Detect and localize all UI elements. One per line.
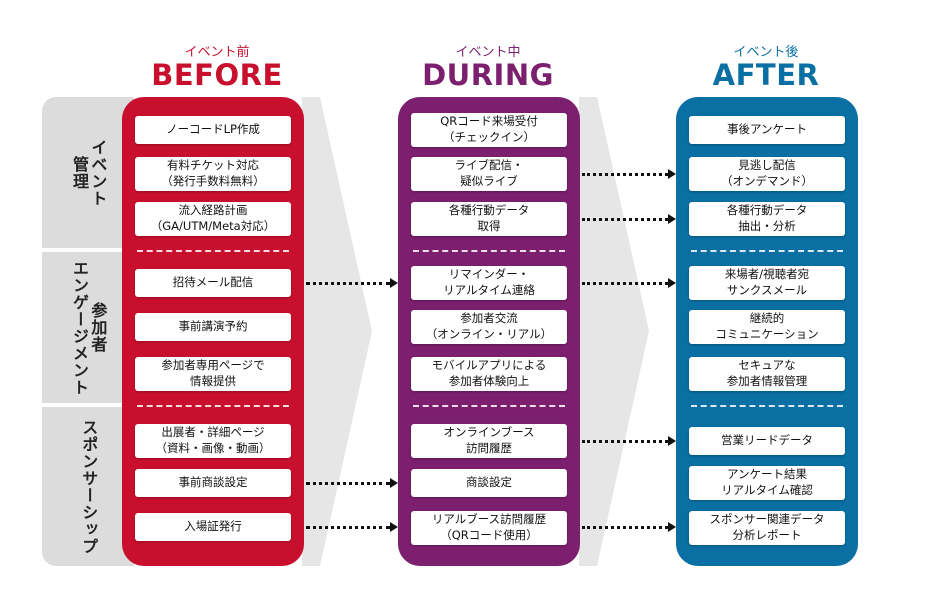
- during-item-real-booth: リアルブース訪問履歴 （QRコード使用）: [411, 511, 567, 545]
- during-item-networking: 参加者交流 （オンライン・リアル）: [411, 310, 567, 344]
- after-item-sponsor-report: スポンサー関連データ 分析レポート: [689, 511, 845, 545]
- arrowhead-icon: [668, 436, 676, 446]
- after-item-data-analysis: 各種行動データ 抽出・分析: [689, 202, 845, 236]
- section-divider: [691, 250, 843, 252]
- before-item-traffic-plan: 流入経路計画 （GA/UTM/Meta対応）: [135, 202, 291, 236]
- section-divider: [413, 405, 565, 407]
- phase-title-before: BEFORE: [151, 58, 283, 92]
- before-item-nocode-lp: ノーコードLP作成: [135, 116, 291, 144]
- arrowhead-icon: [668, 522, 676, 532]
- during-item-qr-checkin: QRコード来場受付 （チェックイン）: [411, 113, 567, 147]
- after-item-communication: 継続的 コミュニケーション: [689, 310, 845, 344]
- before-item-session-reserve: 事前講演予約: [135, 313, 291, 341]
- chevron-arrow-2: [579, 97, 649, 566]
- phase-subtitle-before: イベント前: [184, 45, 250, 60]
- category-label: 参加者 エンゲージメント: [70, 259, 108, 396]
- after-item-secure-info: セキュアな 参加者情報管理: [689, 357, 845, 391]
- arrowhead-icon: [668, 214, 676, 224]
- after-item-thanks-mail: 来場者/視聴者宛 サンクスメール: [689, 266, 845, 300]
- after-item-on-demand: 見逃し配信 （オンデマンド）: [689, 157, 845, 191]
- connector-line: [582, 282, 668, 285]
- category-label: イベント 管理: [70, 138, 108, 207]
- phase-subtitle-during: イベント中: [455, 45, 521, 60]
- section-divider: [691, 405, 843, 407]
- during-item-behavior-data: 各種行動データ 取得: [411, 202, 567, 236]
- during-item-reminder: リマインダー・ リアルタイム連絡: [411, 266, 567, 300]
- category-sponsorship: スポンサーシップ: [42, 407, 134, 566]
- arrowhead-icon: [668, 278, 676, 288]
- connector-line: [582, 173, 668, 176]
- arrowhead-icon: [390, 478, 398, 488]
- section-divider: [413, 250, 565, 252]
- section-divider: [137, 405, 289, 407]
- chevron-arrow-1: [302, 97, 372, 566]
- before-item-paid-ticket: 有料チケット対応 （発行手数料無料）: [135, 157, 291, 191]
- connector-line: [306, 482, 390, 485]
- after-item-survey: 事後アンケート: [689, 116, 845, 144]
- connector-line: [582, 218, 668, 221]
- section-divider: [137, 250, 289, 252]
- after-item-sales-leads: 営業リードデータ: [689, 427, 845, 455]
- during-item-online-booth: オンラインブース 訪問履歴: [411, 424, 567, 458]
- connector-line: [582, 526, 668, 529]
- category-label: スポンサーシップ: [79, 418, 99, 555]
- during-item-meeting: 商談設定: [411, 469, 567, 497]
- before-item-exhibitor-page: 出展者・詳細ページ （資料・画像・動画）: [135, 424, 291, 458]
- before-item-invite-mail: 招待メール配信: [135, 269, 291, 297]
- connector-line: [306, 526, 390, 529]
- category-attendee-engagement: 参加者 エンゲージメント: [42, 252, 134, 403]
- before-item-pre-meeting: 事前商談設定: [135, 469, 291, 497]
- before-item-admission-pass: 入場証発行: [135, 513, 291, 541]
- after-item-survey-realtime: アンケート結果 リアルタイム確認: [689, 466, 845, 500]
- arrowhead-icon: [390, 522, 398, 532]
- connector-line: [582, 440, 668, 443]
- during-item-live-stream: ライブ配信・ 疑似ライブ: [411, 157, 567, 191]
- connector-line: [306, 282, 390, 285]
- category-event-management: イベント 管理: [42, 97, 134, 248]
- arrowhead-icon: [668, 169, 676, 179]
- phase-subtitle-after: イベント後: [733, 45, 799, 60]
- phase-title-during: DURING: [422, 58, 554, 92]
- phase-title-after: AFTER: [712, 58, 820, 92]
- during-item-mobile-app: モバイルアプリによる 参加者体験向上: [411, 357, 567, 391]
- arrowhead-icon: [390, 278, 398, 288]
- before-item-attendee-page: 参加者専用ページで 情報提供: [135, 357, 291, 391]
